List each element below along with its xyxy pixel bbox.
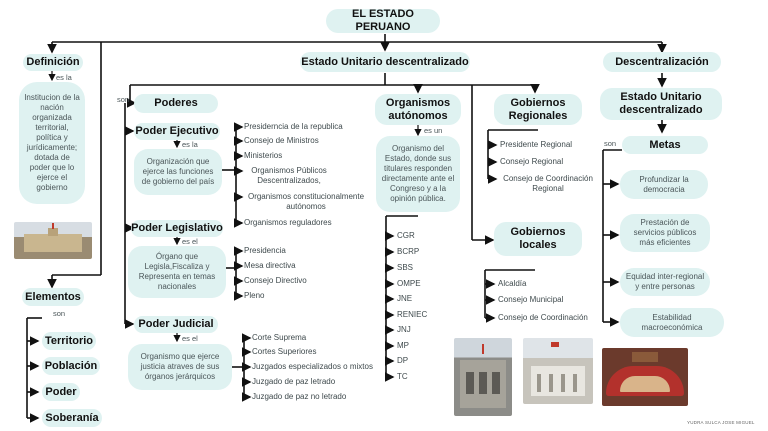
local-item: Alcaldía [498,279,527,288]
legislativo-item: Consejo Directivo [244,276,307,285]
palacio-justicia-image [523,338,593,404]
poderes-node[interactable]: Poderes [134,94,218,113]
ejecutivo-item: Ministerios [244,151,283,160]
ejecutivo-connector: es la [182,140,198,149]
metas-connector: son [604,139,617,148]
organismo-item: JNJ [397,325,411,334]
organismos-desc: Organismo del Estado, donde sus titulare… [376,136,460,212]
ejecutivo-item: Presiderncia de la republica [244,122,343,131]
local-item: Consejo de Coordinación [498,313,588,322]
meta-item: Estabilidad macroeconómica [620,308,724,337]
descentralizacion-node[interactable]: Descentralización [603,52,721,72]
ejecutivo-item: Organismos reguladores [244,218,332,227]
poder-judicial-node[interactable]: Poder Judicial [134,316,218,333]
meta-item: Equidad inter-regional y entre personas [620,268,710,296]
organismo-item: SBS [397,263,414,272]
ejecutivo-desc: Organización que ejerce las funciones de… [134,149,222,195]
judicial-connector: es el [182,334,198,343]
organismo-item: DP [397,356,409,365]
elemento-poder[interactable]: Poder [42,383,80,401]
definicion-text: Institucion de la nación organizada terr… [19,82,85,204]
judicial-item: Corte Suprema [252,333,307,342]
organismos-autonomos-node[interactable]: Organismos autónomos [375,94,461,125]
estado-unitario-connector: son [117,95,130,104]
organismo-item: CGR [397,231,415,240]
legislativo-desc: Órgano que Legisla,Fiscaliza y Represent… [128,246,226,298]
elemento-soberania[interactable]: Soberanía [42,409,102,427]
judicial-item: Juzgado de paz no letrado [252,392,347,401]
organismo-item: JNE [397,294,413,303]
judicial-item: Cortes Superiores [252,347,317,356]
local-item: Consejo Municipal [498,295,564,304]
elementos-node[interactable]: Elementos [22,288,84,306]
elementos-connector: son [53,309,66,318]
gobiernos-regionales-node[interactable]: Gobiernos Regionales [494,94,582,125]
palacio-gobierno-image [14,222,92,259]
legislativo-item: Mesa directiva [244,261,296,270]
organismo-item: OMPE [397,279,421,288]
elemento-poblacion[interactable]: Población [42,357,100,375]
ejecutivo-item: Consejo de Ministros [244,136,319,145]
organismo-item: RENIEC [397,310,428,319]
root-node[interactable]: EL ESTADO PERUANO [326,8,440,33]
estado-unitario-node[interactable]: Estado Unitario descentralizado [300,52,470,72]
ejecutivo-item: Organismos constitucionalmente autónomos [247,192,365,211]
bcrp-building-image [454,338,512,416]
judicial-item: Juzgado de paz letrado [252,377,336,386]
regional-item: Consejo Regional [500,157,564,166]
author-credit: YUDRA SULCA JOSE MIGUEL [687,420,755,425]
organismo-item: MP [397,341,409,350]
legislativo-item: Presidencia [244,246,286,255]
legislativo-connector: es el [182,237,198,246]
definicion-connector: es la [56,73,72,82]
judicial-desc: Organismo que ejerce justicia atraves de… [128,344,232,390]
meta-item: Profundizar la democracia [620,170,708,199]
regional-item: Presidente Regional [500,140,573,149]
gobiernos-locales-node[interactable]: Gobiernos locales [494,222,582,256]
estado-unitario-desc-node[interactable]: Estado Unitario descentralizado [600,88,722,120]
organismo-item: TC [397,372,408,381]
elemento-territorio[interactable]: Territorio [42,332,96,350]
regional-item: Consejo de Coordinación Regional [503,174,593,193]
ejecutivo-item: Organismos Públicos Descentralizados, [251,166,327,185]
poder-legislativo-node[interactable]: Poder Legislativo [131,220,223,237]
legislativo-item: Pleno [244,291,265,300]
poder-ejecutivo-node[interactable]: Poder Ejecutivo [134,123,220,140]
organismos-connector: es un [424,126,443,135]
congreso-hemiciclo-image [602,348,688,406]
definicion-node[interactable]: Definición [23,54,83,71]
metas-node[interactable]: Metas [622,136,708,154]
meta-item: Prestación de servicios públicos más efi… [620,214,710,252]
organismo-item: BCRP [397,247,420,256]
judicial-item: Juzgados especializados o mixtos [252,362,373,371]
